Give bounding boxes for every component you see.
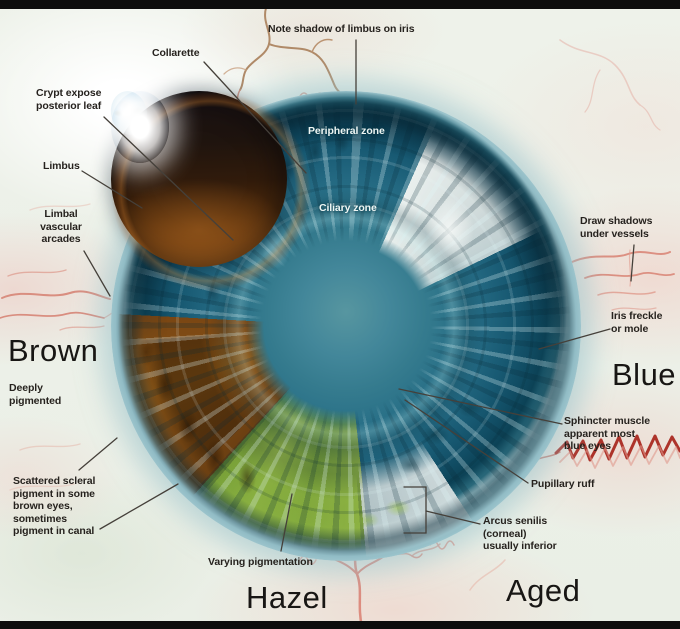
label-crypt-expose: Crypt expose posterior leaf [36, 87, 102, 112]
section-label-hazel: Hazel [246, 580, 328, 615]
specular-flare [111, 91, 169, 163]
label-ciliary-zone: Ciliary zone [319, 202, 377, 214]
label-pupillary-ruff: Pupillary ruff [531, 478, 595, 490]
label-limbal-arcades: Limbal vascular arcades [40, 208, 82, 245]
label-sphincter-muscle: Sphincter muscle apparent most blue eyes [564, 415, 650, 452]
label-deeply-pigmented: Deeply pigmented [9, 382, 62, 407]
iris-illustration [106, 87, 581, 561]
label-collarette: Collarette [152, 47, 200, 59]
label-limbus: Limbus [43, 160, 80, 172]
label-iris-freckle: Iris freckle or mole [611, 310, 663, 335]
left-vessels [0, 203, 123, 491]
label-arcus-senilis: Arcus senilis (corneal) usually inferior [483, 515, 557, 552]
bottom-black-bar [0, 621, 680, 629]
label-peripheral-zone: Peripheral zone [308, 125, 385, 137]
section-label-aged: Aged [506, 573, 581, 608]
section-label-brown: Brown [8, 333, 99, 368]
label-draw-shadows: Draw shadows under vessels [580, 215, 653, 240]
label-note-shadow: Note shadow of limbus on iris [268, 23, 415, 35]
right-middle-vessels [571, 249, 675, 311]
label-scattered-scleral: Scattered scleral pigment in some brown … [13, 475, 96, 537]
top-black-bar [0, 0, 680, 9]
top-right-vessels [559, 39, 661, 131]
section-label-blue: Blue [612, 357, 677, 392]
label-varying-pigmentation: Varying pigmentation [208, 556, 313, 568]
